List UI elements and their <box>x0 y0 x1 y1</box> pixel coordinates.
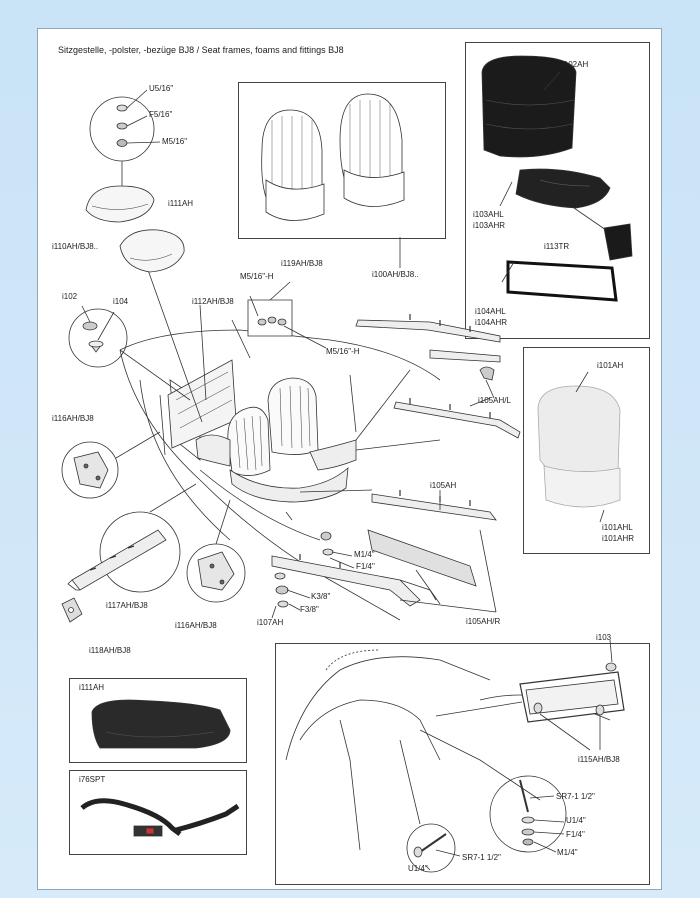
label-i113tr: i113TR <box>544 242 570 251</box>
label-i112ah: i112AH/BJ8 <box>192 297 234 306</box>
label-i107ah: i107AH <box>257 618 284 627</box>
seat-pair-box <box>238 82 446 239</box>
label-sr7-b: SR7-1 1/2" <box>462 853 501 862</box>
foam-seat-box <box>523 347 650 554</box>
label-f5: F5/16" <box>149 110 173 119</box>
label-i76spt: i76SPT <box>79 775 106 784</box>
label-i105ahr: i105AH/R <box>466 617 501 626</box>
label-sr7-a: SR7-1 1/2" <box>556 792 595 801</box>
label-i105ah: i105AH <box>430 481 457 490</box>
label-m5h-left: M5/16"-H <box>240 272 274 281</box>
label-k38: K3/8" <box>311 592 331 601</box>
label-i101ahl: i101AHL <box>602 523 633 532</box>
label-m5h-right: M5/16"-H <box>326 347 360 356</box>
label-i103ahl: i103AHL <box>473 210 504 219</box>
label-i118ah: i118AH/BJ8 <box>89 646 131 655</box>
label-i102: i102 <box>62 292 78 301</box>
label-m14-a: M1/4" <box>354 550 375 559</box>
label-i116ah-top: i116AH/BJ8 <box>52 414 94 423</box>
label-i111ah: i111AH <box>168 199 194 208</box>
label-i100ah: i100AH/BJ8.. <box>372 270 419 279</box>
car-rear-box <box>275 643 650 885</box>
label-m5: M5/16" <box>162 137 188 146</box>
label-i105ahl: i105AH/L <box>478 396 511 405</box>
shell-seat-box <box>465 42 650 339</box>
label-i104ahr: i104AHR <box>475 318 508 327</box>
label-i102ah: i102AH <box>562 60 589 69</box>
label-u14-b: U1/4" <box>408 864 428 873</box>
page-title: Sitzgestelle, -polster, -bezüge BJ8 / Se… <box>58 45 344 55</box>
label-i103ahr: i103AHR <box>473 221 506 230</box>
label-i104: i104 <box>113 297 129 306</box>
label-i115ah: i115AH/BJ8 <box>578 755 620 764</box>
label-f14-a: F1/4" <box>356 562 375 571</box>
label-i103: i103 <box>596 633 612 642</box>
cushion-box <box>69 678 247 763</box>
seatbelt-box <box>69 770 247 855</box>
label-i111ah-box: i111AH <box>79 683 105 692</box>
label-u14-a: U1/4" <box>566 816 586 825</box>
label-f38: F3/8" <box>300 605 319 614</box>
label-i101ahr: i101AHR <box>602 534 635 543</box>
label-i119ah: i119AH/BJ8 <box>281 259 323 268</box>
label-f14-b: F1/4" <box>566 830 585 839</box>
label-i116ah-bottom: i116AH/BJ8 <box>175 621 217 630</box>
label-m14-b: M1/4" <box>557 848 578 857</box>
label-i117ah: i117AH/BJ8 <box>106 601 148 610</box>
label-u5: U5/16" <box>149 84 174 93</box>
label-i104ahl: i104AHL <box>475 307 506 316</box>
label-i110ah: i110AH/BJ8.. <box>52 242 99 251</box>
label-i101ah: i101AH <box>597 361 624 370</box>
